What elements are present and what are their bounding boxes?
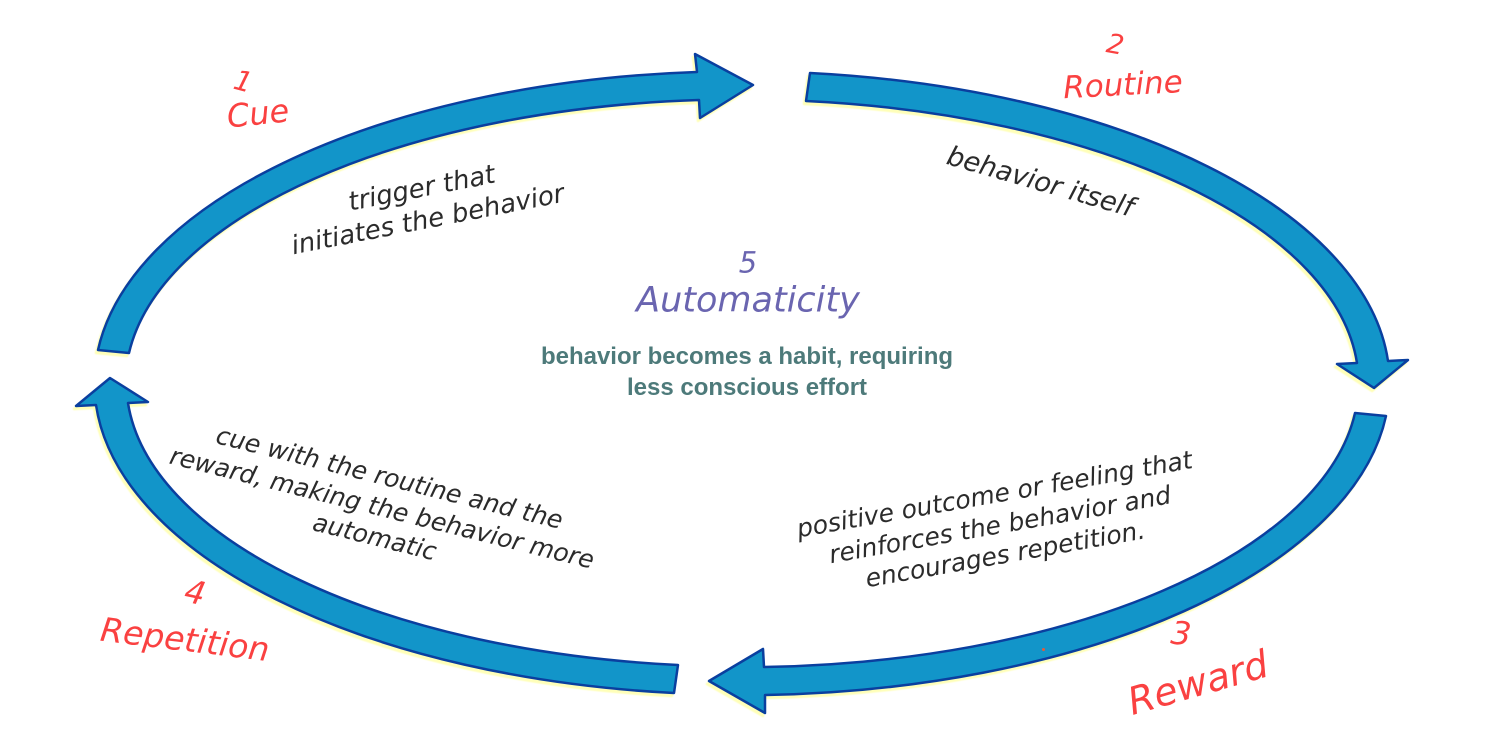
- step-3-number: 3: [1169, 613, 1193, 654]
- step-1-label: Cue: [224, 91, 291, 136]
- step-5-label: Automaticity: [636, 280, 860, 321]
- step-5-description: behavior becomes a habit, requiring less…: [541, 341, 953, 403]
- step-5-desc-line: less conscious effort: [626, 374, 868, 401]
- arrow-segment-repetition: [74, 376, 680, 695]
- arrow-segment-routine: [804, 71, 1410, 390]
- step-2-label: Routine: [1062, 63, 1184, 107]
- arrow-ring: [74, 52, 1410, 715]
- step-5-number: 5: [738, 245, 758, 280]
- stray-dot: [1042, 648, 1045, 651]
- step-5-desc-line: behavior becomes a habit, requiring: [540, 342, 954, 370]
- arrow-segment-cue: [96, 52, 755, 355]
- arrow-segment-reward: [707, 411, 1388, 715]
